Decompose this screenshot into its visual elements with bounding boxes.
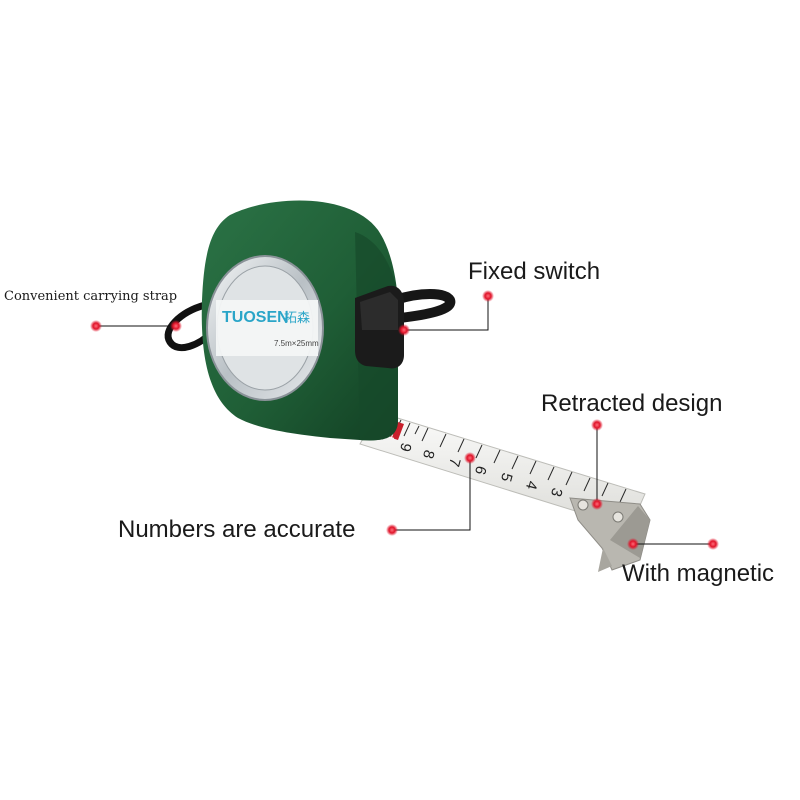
callout-dot	[90, 320, 102, 332]
callout-dot	[627, 538, 639, 550]
leader-line-switch	[404, 296, 489, 331]
brand-logo-cn: 拓森	[284, 310, 310, 325]
leader-line-numbers	[392, 458, 471, 531]
callout-dot	[707, 538, 719, 550]
end-hook	[569, 497, 651, 572]
callout-lines	[96, 296, 713, 545]
size-marking: 7.5m×25mm	[274, 339, 319, 348]
callout-dots	[90, 290, 719, 550]
lock-switch	[355, 285, 404, 369]
callout-label-strap: Convenient carrying strap	[4, 289, 178, 304]
callout-dot	[170, 320, 182, 332]
brand-logo: TUOSEN	[222, 309, 289, 326]
carrying-strap	[164, 289, 456, 352]
callout-label-magnet: With magnetic	[622, 560, 775, 587]
callout-dot	[464, 452, 476, 464]
callout-label-numbers: Numbers are accurate	[118, 516, 356, 543]
callout-dot	[482, 290, 494, 302]
callout-label-retract: Retracted design	[541, 390, 723, 417]
callout-label-switch: Fixed switch	[468, 258, 601, 285]
callout-dot	[591, 419, 603, 431]
callout-dot	[386, 524, 398, 536]
callout-dot	[398, 324, 410, 336]
callout-dot	[591, 498, 603, 510]
